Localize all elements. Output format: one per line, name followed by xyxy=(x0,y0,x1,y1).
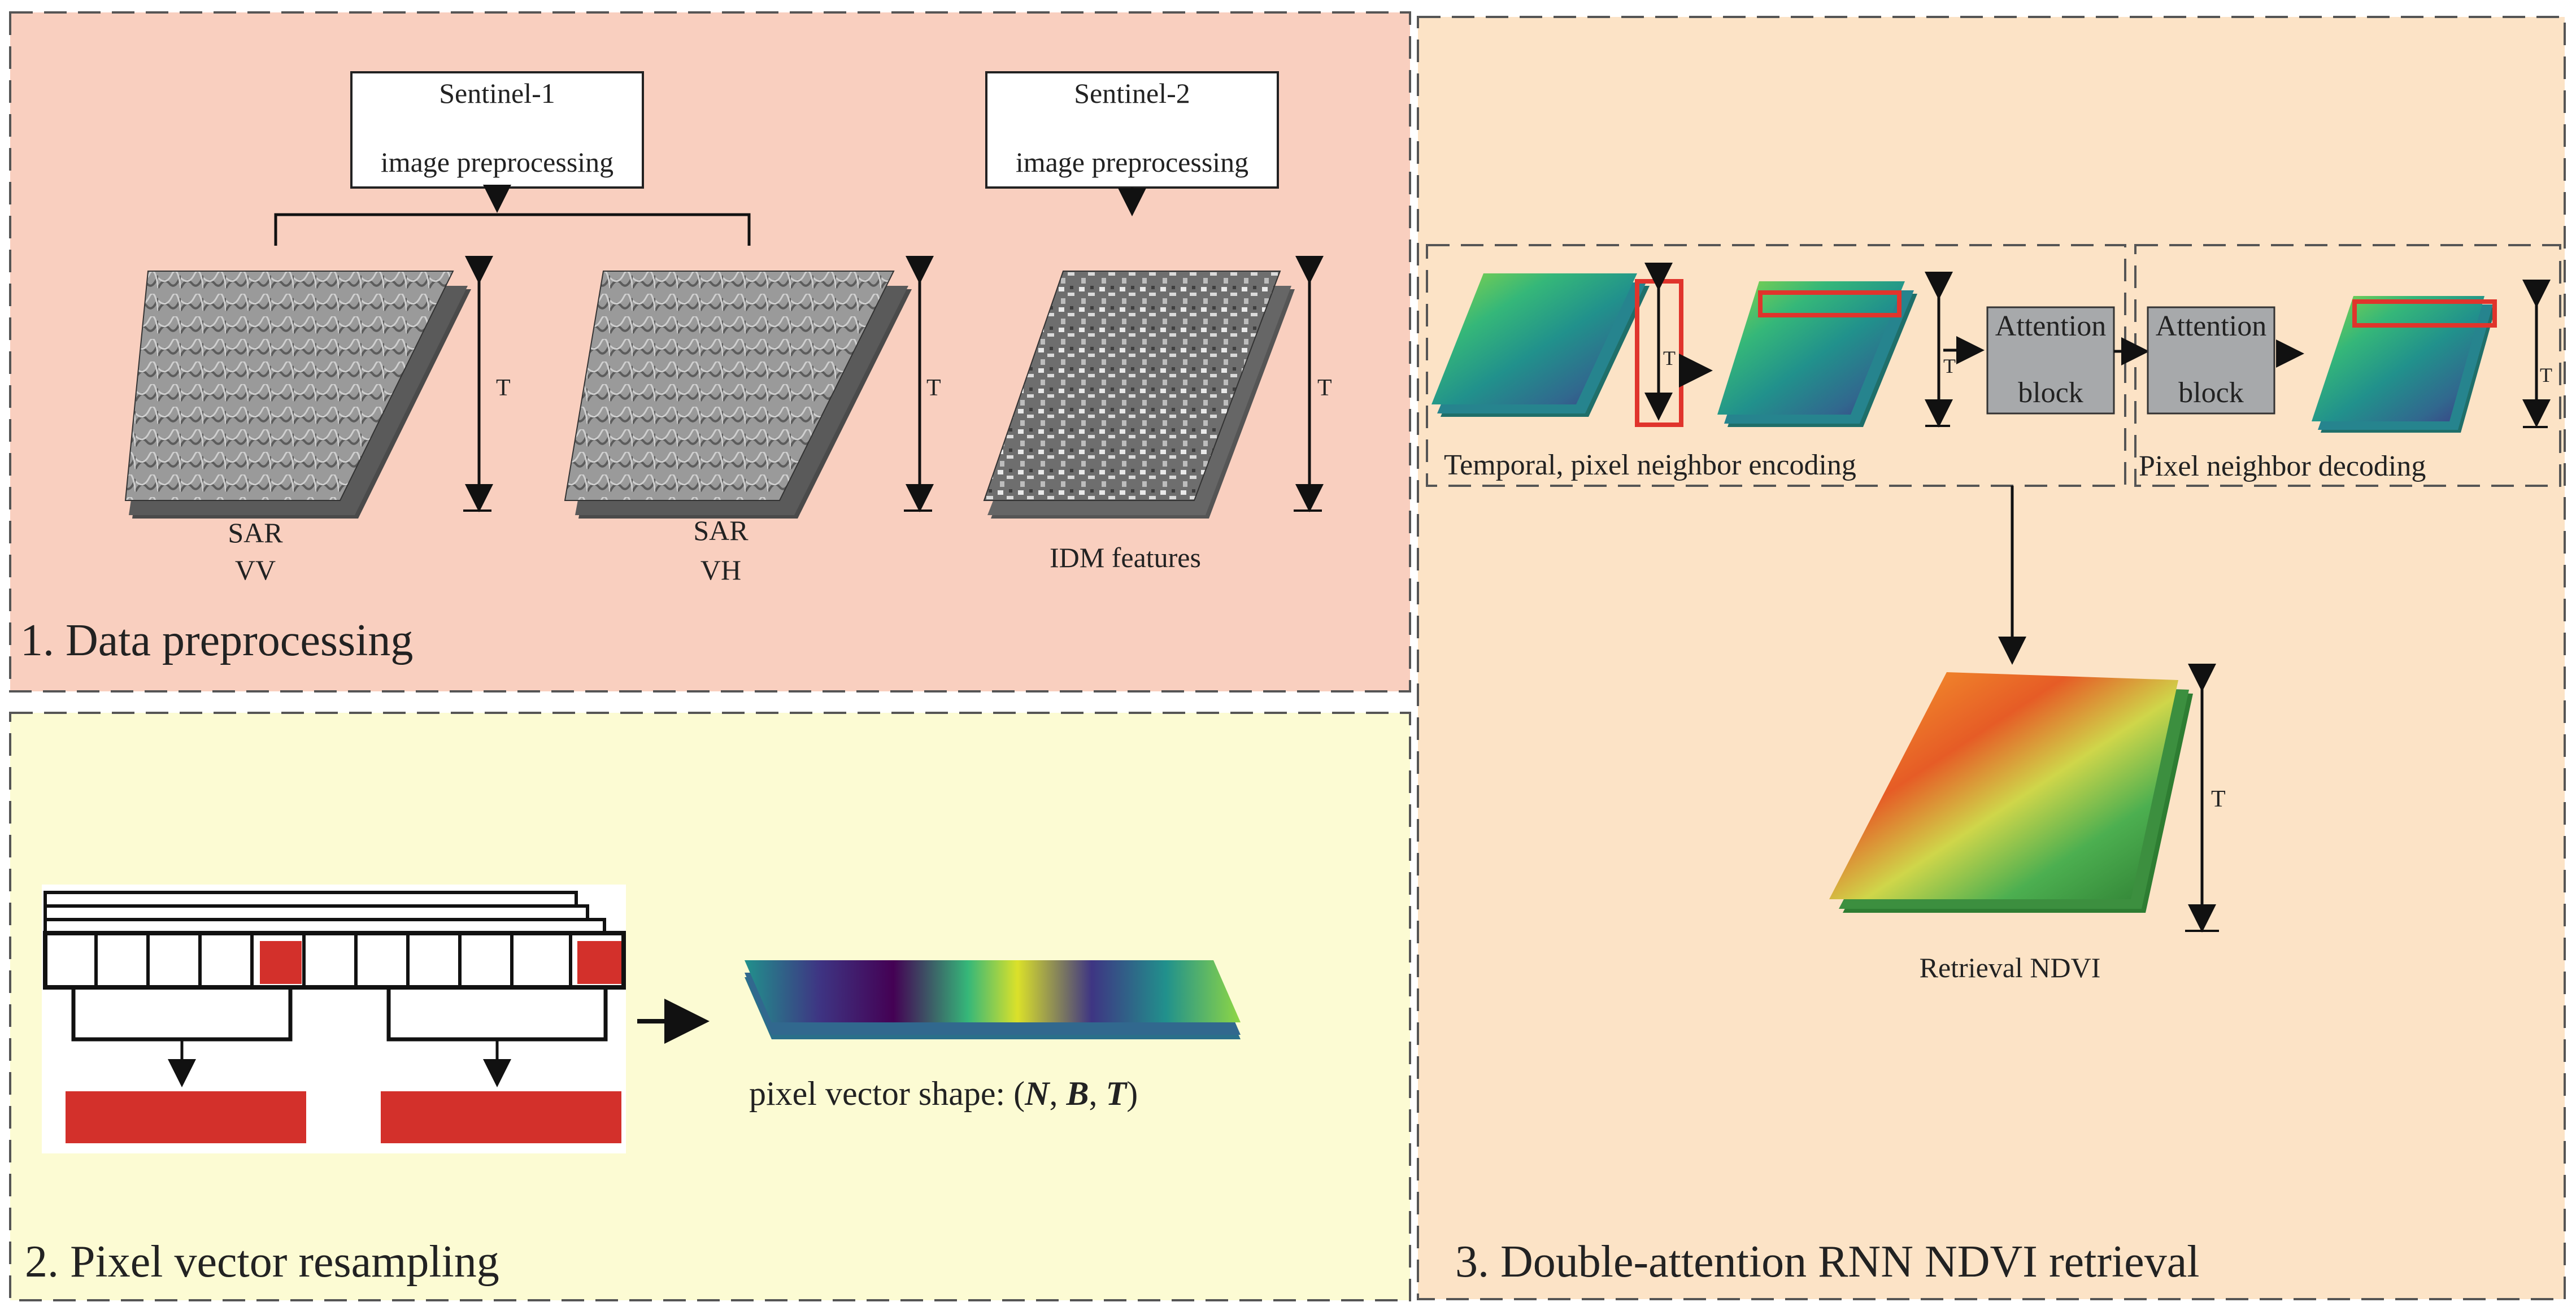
panel3-title: 3. Double-attention RNN NDVI retrieval xyxy=(1455,1237,2199,1287)
panel2-title: 2. Pixel vector resampling xyxy=(25,1237,499,1287)
pixel-neighbor-highlight-1 xyxy=(1758,290,1901,317)
encoder-label: Temporal, pixel neighbor encoding xyxy=(1444,449,1856,481)
decoder-output-axis-label: T xyxy=(2540,364,2552,386)
panel-ndvi-retrieval xyxy=(1417,16,2566,1300)
sar-vv-label: SAR xyxy=(228,517,283,548)
pixel-neighbor-highlight-2 xyxy=(2352,299,2497,328)
sar-vv-label-2: VV xyxy=(235,554,276,586)
idm-features-stack xyxy=(983,271,1295,519)
idm-features-label: IDM features xyxy=(1050,542,1201,573)
attention-block-2-line2: block xyxy=(2178,377,2244,409)
encoder-output-axis-label: T xyxy=(1943,355,1956,377)
sampled-pixel-2 xyxy=(577,941,621,984)
pixel-vector-sample-1 xyxy=(66,1091,306,1143)
encoder-input-stack xyxy=(1431,273,1650,417)
sar-vv-axis-label: T xyxy=(496,375,511,401)
attention-block-1 xyxy=(1986,306,2115,415)
sar-vh-label: SAR xyxy=(693,515,749,546)
sentinel2-title: Sentinel-2 xyxy=(1074,77,1190,109)
decoder-label: Pixel neighbor decoding xyxy=(2139,450,2426,482)
pixel-sampling-grid xyxy=(42,885,626,1153)
sar-vv-stack xyxy=(124,271,471,519)
sentinel1-title: Sentinel-1 xyxy=(439,77,555,109)
sar-vh-axis-label: T xyxy=(926,375,941,401)
pixel-vector-shape-label: pixel vector shape: (N, B, T) xyxy=(749,1075,1138,1112)
sentinel1-subtitle: image preprocessing xyxy=(381,146,613,178)
attention-block-2-line1: Attention xyxy=(2156,310,2266,342)
sar-vh-stack xyxy=(564,271,912,519)
sar-vh-label-2: VH xyxy=(700,554,741,586)
sampled-pixel-1 xyxy=(260,941,302,984)
panel1-title: 1. Data preprocessing xyxy=(20,616,413,665)
attention-block-2 xyxy=(2147,306,2275,415)
pixel-vector-sample-2 xyxy=(381,1091,621,1143)
retrieval-ndvi-stack xyxy=(1829,672,2193,913)
encoder-box xyxy=(1426,244,2126,487)
idm-axis-label: T xyxy=(1317,375,1332,401)
encoder-input-axis-label: T xyxy=(1663,347,1676,369)
attention-block-1-line1: Attention xyxy=(1995,310,2106,342)
retrieval-ndvi-label: Retrieval NDVI xyxy=(1920,952,2101,983)
decoder-box xyxy=(2134,244,2561,487)
pixel-vector-stack xyxy=(745,960,1241,1039)
sentinel1-box xyxy=(350,71,644,189)
sentinel2-subtitle: image preprocessing xyxy=(1016,146,1248,178)
attention-block-1-line2: block xyxy=(2018,377,2083,409)
retrieval-ndvi-axis-label: T xyxy=(2211,786,2226,812)
